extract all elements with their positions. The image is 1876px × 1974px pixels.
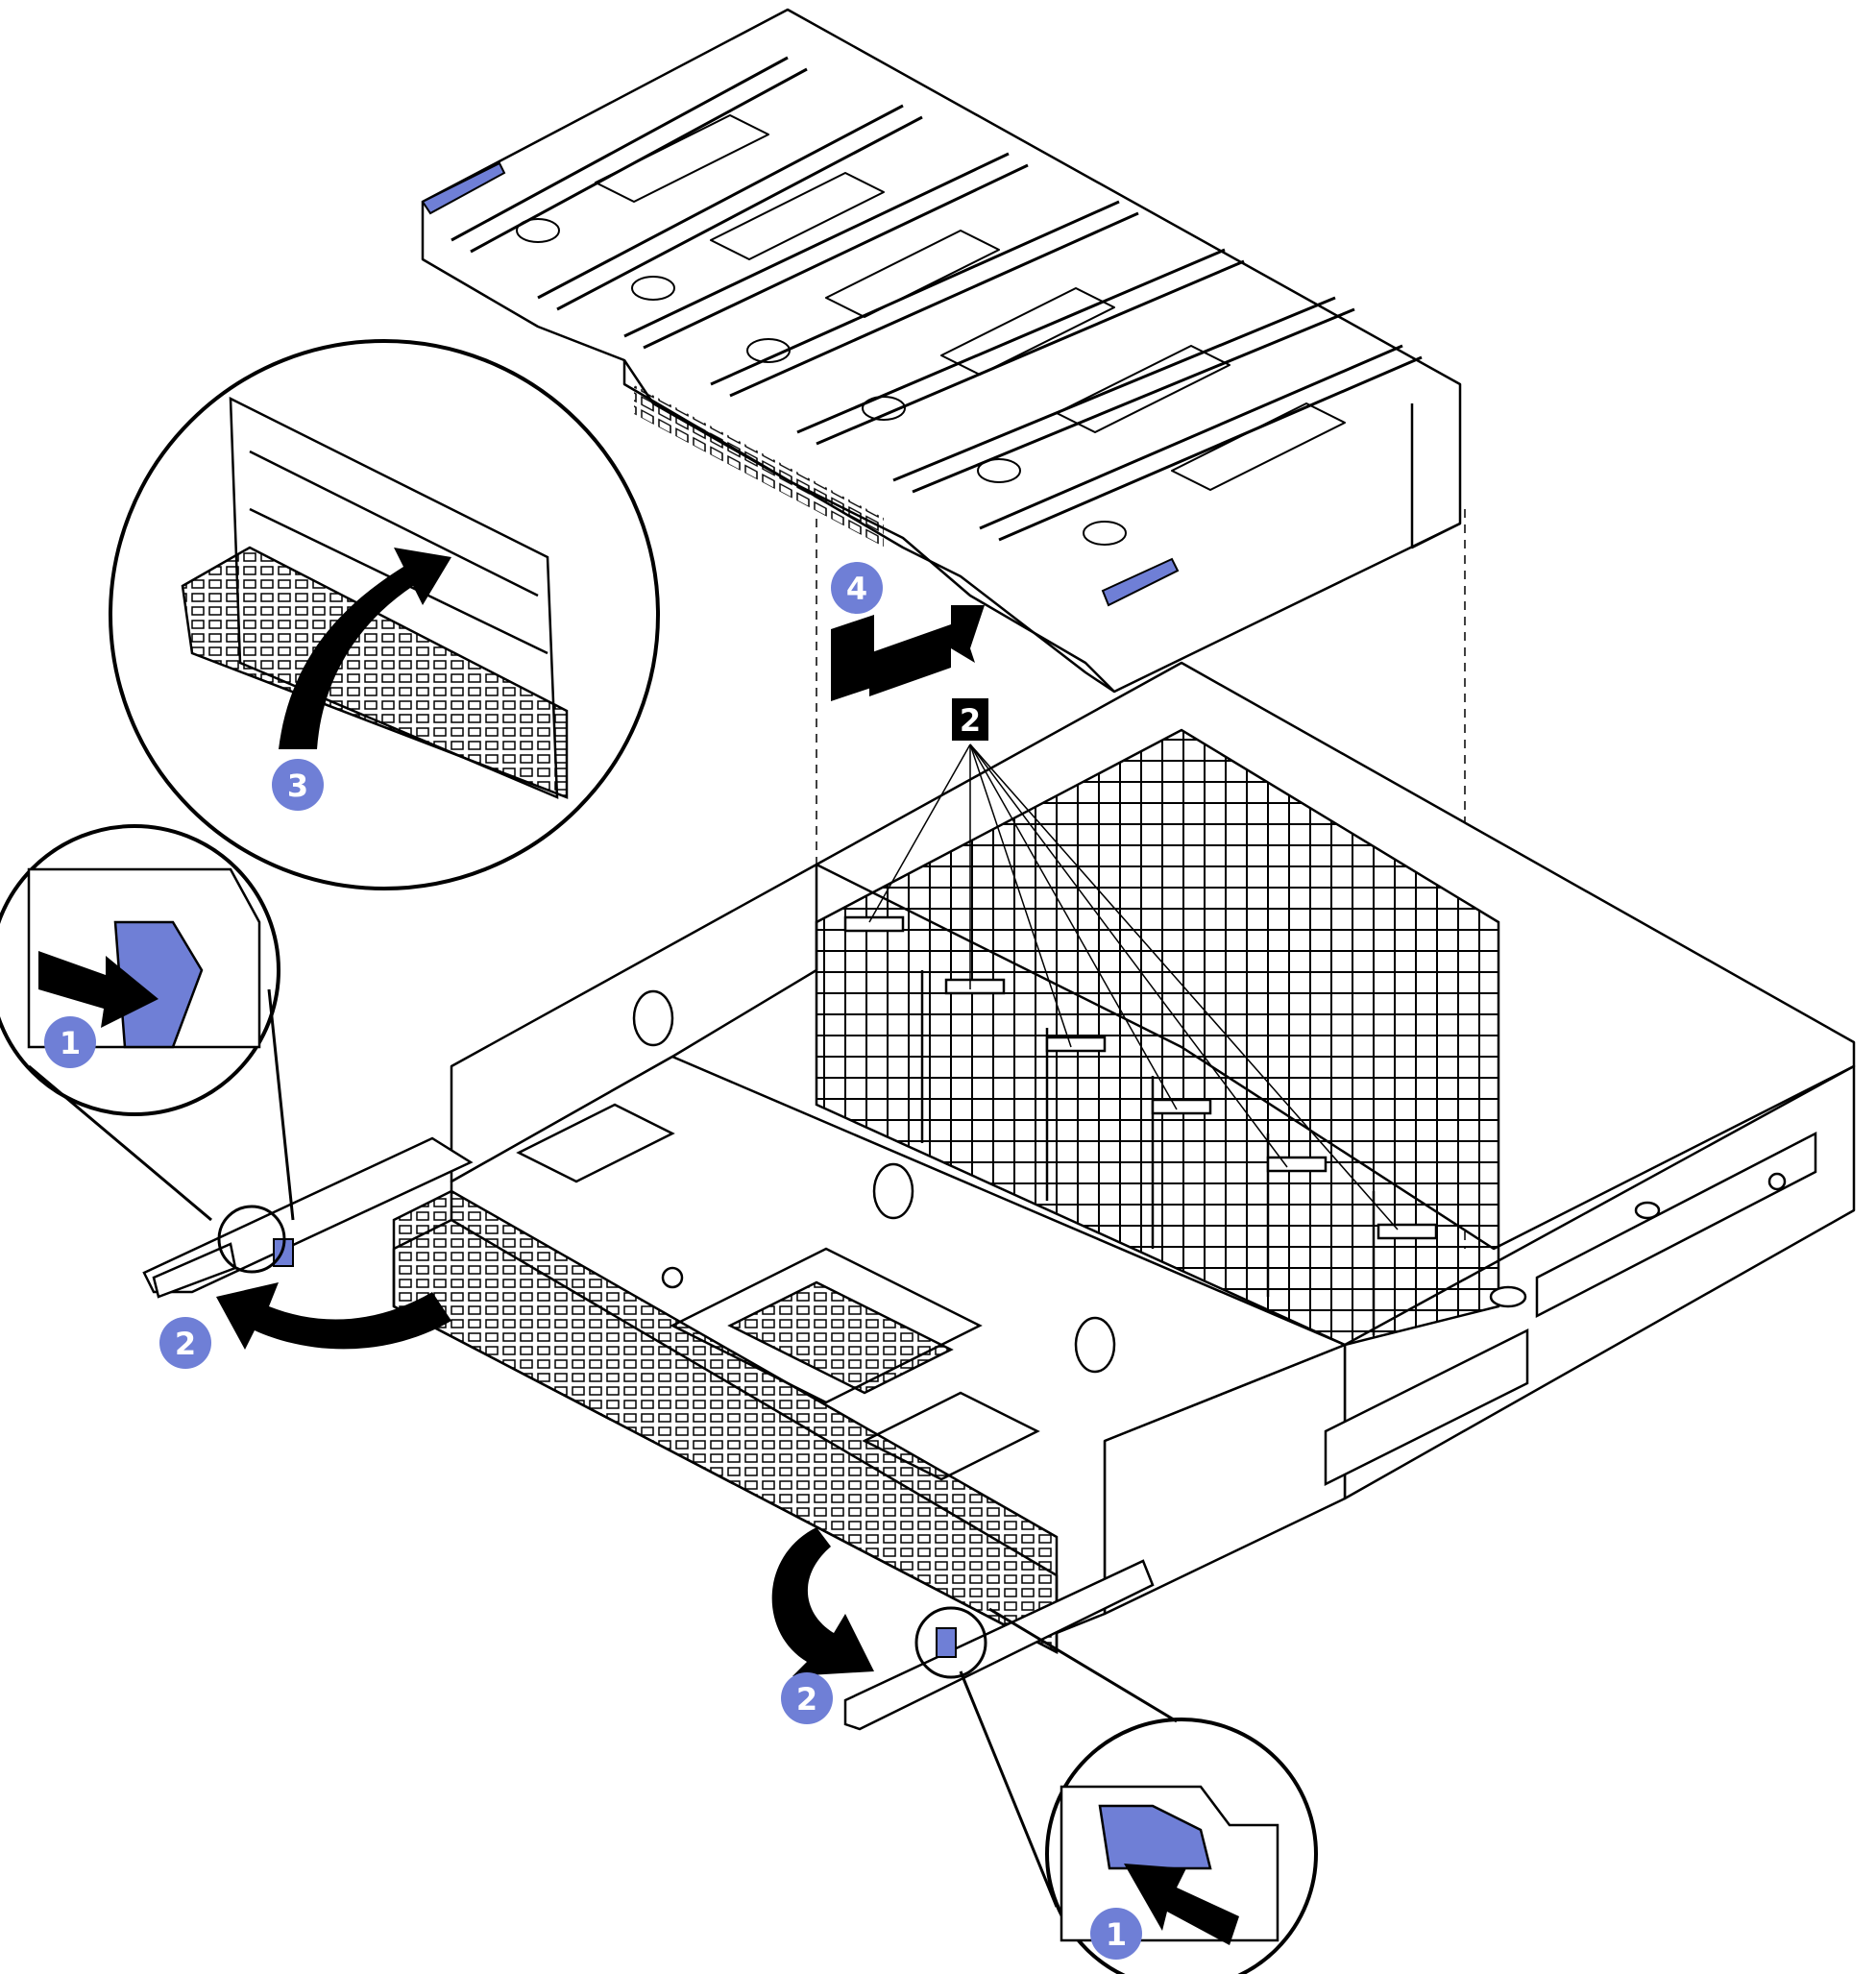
svg-text:2: 2 [960, 702, 981, 739]
svg-text:2: 2 [175, 1326, 196, 1362]
detail-circle-left-latch [0, 824, 295, 1274]
svg-text:3: 3 [287, 768, 308, 804]
drive-bays [392, 1189, 1059, 1655]
callout-step3: 3 [272, 759, 324, 811]
slide-arrow-icon [869, 605, 985, 696]
fan-grid-wall [815, 728, 1500, 1347]
rotate-arrow-icon [279, 548, 451, 749]
detail-circle-step3 [109, 339, 660, 890]
chassis-side-details [1324, 1131, 1817, 1487]
lift-slide-arrow [831, 615, 874, 701]
svg-text:2: 2 [796, 1681, 817, 1718]
callout-step2-bottom: 2 [781, 1672, 833, 1724]
svg-text:1: 1 [60, 1025, 81, 1061]
bottom-release-lever[interactable] [843, 1559, 1155, 1731]
callout-step2-left: 2 [159, 1317, 211, 1369]
lever-swing-arrow-bottom [771, 1527, 874, 1676]
upper-latch-right[interactable] [1101, 557, 1180, 607]
push-arrow-icon [38, 951, 158, 1028]
upper-latch-left[interactable] [421, 161, 506, 215]
bottom-latch[interactable] [936, 1627, 957, 1658]
callout-step4: 4 [831, 562, 883, 614]
part-label-2: 2 [868, 698, 1399, 1231]
left-release-lever[interactable] [142, 1136, 474, 1299]
svg-text:1: 1 [1106, 1916, 1127, 1953]
upper-assembly [421, 8, 1462, 694]
callout-step1-left: 1 [44, 1016, 96, 1068]
push-arrow-icon [1124, 1864, 1239, 1945]
lever-swing-arrow-left [216, 1282, 451, 1350]
callout-step1-bottom: 1 [1090, 1908, 1142, 1960]
svg-text:4: 4 [846, 571, 867, 607]
